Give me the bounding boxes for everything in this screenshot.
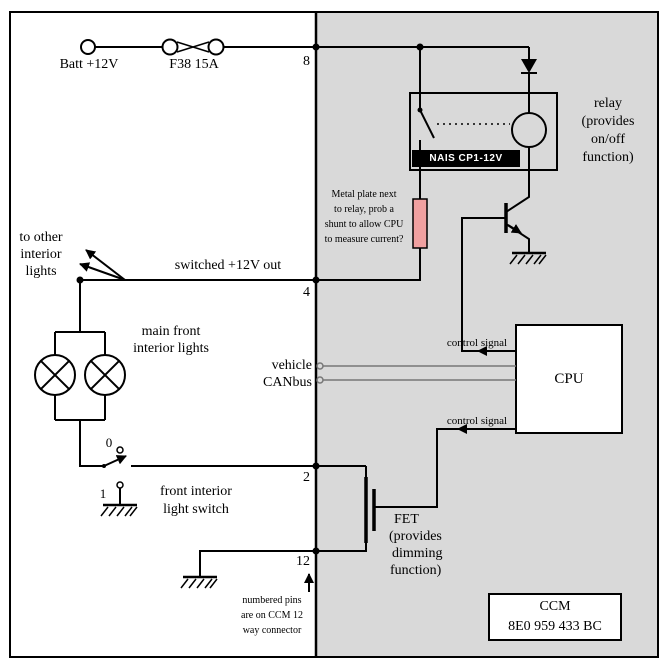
switch-position-0-label: 0 [105,435,113,450]
relay-contact-pivot [417,107,423,113]
cpu-box [515,324,623,434]
fet-control-wire [374,428,516,508]
pin-2-label: 2 [303,470,310,485]
to-other-lights-arrows [79,249,126,281]
to-other-line: interior [20,247,62,262]
connector-note: numbered pins are on CCM 12 way connecto… [224,593,320,638]
pin-8-label: 8 [303,54,310,69]
pin12-ground-icon [180,575,218,589]
fet-icon [364,477,376,543]
switch-ground-icon [100,503,138,517]
fet-note-line: dimming [392,546,443,561]
light-switch-label: front interior light switch [133,483,259,519]
battery-label: Batt +12V [59,57,119,72]
pin-12-label: 12 [296,554,310,569]
shunt-note-line: to measure current? [324,234,404,245]
diode-icon [521,59,537,74]
ccm-box [488,593,622,641]
wiring [54,38,530,577]
connector-note-line: numbered pins [242,595,302,606]
cpu-label: CPU [554,370,584,387]
ccm-label-line: CCM [539,599,571,614]
relay-box [409,92,558,171]
shunt-note-line: to relay, prob a [334,204,394,215]
light-switch-icon [102,446,127,489]
fet-note-line: (provides [389,529,442,544]
main-lights-label: main front interior lights [116,323,226,357]
control-signal-relay-label: control signal [446,337,508,349]
shunt-note-line: Metal plate next [331,189,397,200]
to-other-line: to other [19,230,63,245]
shunt-note: Metal plate next to relay, prob a shunt … [317,187,411,247]
switch-position-1-label: 1 [99,486,107,501]
pin12-wire [199,466,367,577]
junction-dots [76,43,424,555]
relay-note-line: on/off [591,132,625,147]
shunt-resistor [412,198,428,249]
light-switch-line: light switch [163,502,229,517]
relay-contact-blade [419,109,435,139]
ccm-label-line: 8E0 959 433 BC [508,619,602,634]
canbus-label-line: CANbus [262,375,312,390]
canbus-lines [316,362,516,384]
shunt-note-line: shunt to allow CPU [324,219,404,230]
main-lights-line: interior lights [133,341,209,356]
fuse-icon [161,38,225,56]
battery-terminal-icon [80,39,96,55]
transistor-icon [504,203,522,234]
connector-note-line: way connector [242,625,302,636]
relay-part-label: NAIS CP1-12V [412,150,520,167]
switched-12v-label: switched +12V out [174,258,282,273]
border-frame [9,11,659,658]
ccm-label: CCM 8E0 959 433 BC [489,594,621,640]
light-switch-line: front interior [160,484,232,499]
fuse-label: F38 15A [169,57,219,72]
fet-note: FET (provides dimming function) [389,511,479,579]
to-other-lights-label: to other interior lights [10,229,72,280]
canbus-label-line: vehicle [271,358,312,373]
relay-note-line: relay [594,96,622,111]
relay-note-line: function) [582,150,634,165]
lamp-wiring [54,280,106,467]
fet-note-line: FET [394,512,419,527]
vehicle-canbus-label: vehicle CANbus [240,357,312,391]
relay-note: relay (provides on/off function) [560,95,656,167]
connector-note-line: are on CCM 12 [241,610,303,621]
relay-coil-icon [511,112,547,148]
lamp-right-icon [84,354,126,396]
pin-4-label: 4 [303,285,310,300]
to-other-line: lights [25,264,57,279]
lamp-left-icon [34,354,76,396]
control-signal-fet-label: control signal [446,415,508,427]
main-lights-line: main front [141,324,201,339]
switched-out-wire [80,248,421,281]
fet-note-line: function) [390,563,442,578]
relay-note-line: (provides [581,114,635,129]
transistor-ground-icon [509,251,547,265]
